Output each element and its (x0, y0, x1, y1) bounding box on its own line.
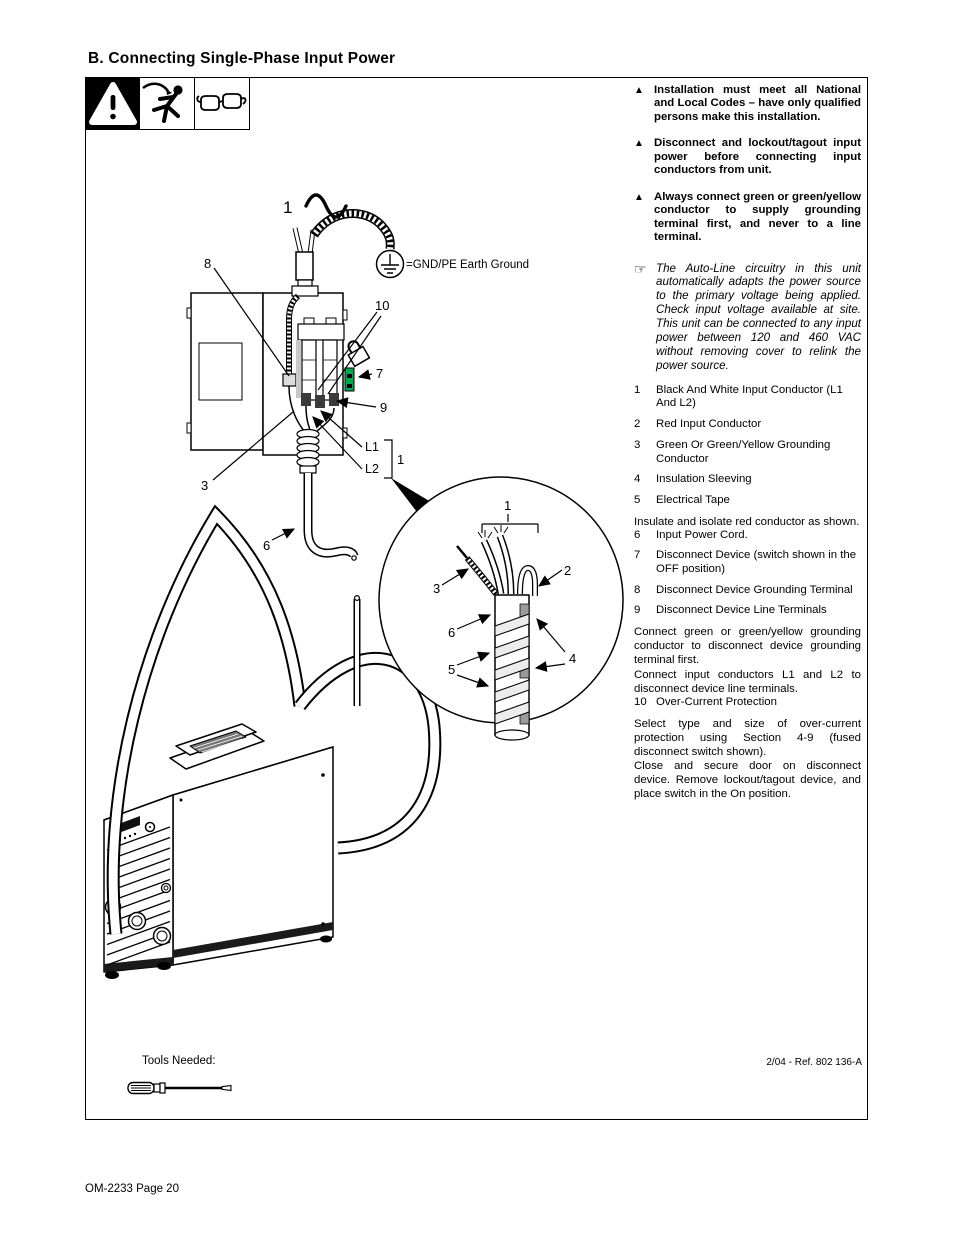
warning-triangle-marker: ▲ (634, 191, 644, 203)
pointing-hand-icon: ☞ (634, 260, 647, 277)
legend-item: 2 Red Input Conductor (634, 418, 762, 431)
legend-item: 9 Disconnect Device Line Terminals (634, 604, 827, 617)
callout-L1: L1 (365, 440, 379, 454)
callout-1-top: 1 (283, 198, 292, 217)
legend-item: 4 Insulation Sleeving (634, 473, 752, 486)
legend-item: 8 Disconnect Device Grounding Terminal (634, 583, 853, 596)
connection-diagram: 1 8 10 7 9 L1 L2 1 3 6 =GND/PE Earth Gro… (103, 193, 624, 979)
legend-item: 7 Disconnect Device (switch shown in the… (634, 549, 857, 576)
callout-7: 7 (376, 366, 383, 381)
warning-bullet: ▲ Disconnect and lockout/tagout input po… (634, 137, 861, 177)
note-block: ☞ The Auto-Line circuitry in this unit a… (634, 262, 861, 373)
warning-text: Disconnect and lockout/tagout input powe… (654, 137, 861, 177)
section-title: B. Connecting Single-Phase Input Power (88, 50, 396, 67)
ac-sine-symbol (304, 193, 348, 219)
warning-bullet: ▲ Always connect green or green/yellow c… (634, 191, 861, 245)
legend-item: 5 Electrical Tape (634, 493, 730, 506)
detail-callout-1: 1 (504, 498, 511, 513)
machine-cord (353, 594, 361, 706)
callout-3: 3 (201, 478, 208, 493)
electric-shock-icon (139, 76, 195, 130)
instruction-paragraph: Select type and size of over-current pro… (634, 717, 861, 758)
note-text: The Auto-Line circuitry in this unit aut… (656, 261, 861, 372)
ground-jumper (310, 209, 395, 250)
warning-triangle-marker: ▲ (634, 138, 644, 150)
safety-glasses-icon (193, 76, 250, 130)
instructions-column: ▲ Installation must meet all National an… (634, 84, 861, 801)
instruction-paragraph: Insulate and isolate red conductor as sh… (634, 515, 860, 528)
detail-callout-6: 6 (448, 625, 455, 640)
instruction-paragraph: Close and secure door on disconnect devi… (634, 759, 861, 801)
screwdriver-icon (127, 1081, 232, 1095)
strain-relief (296, 428, 320, 474)
legend-item: 1 Black And White Input Conductor (L1 An… (634, 383, 843, 410)
cable-end-detail (456, 525, 538, 741)
callout-lines (212, 267, 393, 541)
tools-needed-label: Tools Needed: (142, 1055, 216, 1067)
callout-L2: L2 (365, 462, 379, 476)
detail-callout-lines (441, 514, 566, 688)
lockout-padlock (347, 340, 371, 368)
safety-icon-strip (84, 76, 250, 130)
legend-item: 3 Green Or Green/Yellow Grounding Conduc… (634, 438, 831, 465)
warning-bullet: ▲ Installation must meet all National an… (634, 84, 861, 124)
switch-handle (344, 367, 355, 392)
page-footer: OM-2233 Page 20 (85, 1183, 179, 1195)
warning-text: Always connect green or green/yellow con… (654, 190, 861, 244)
callout-9: 9 (380, 400, 387, 415)
legend-item: 6 Input Power Cord. (634, 528, 748, 541)
detail-callout-2: 2 (564, 563, 571, 578)
callout-1-bracket: 1 (397, 452, 404, 467)
callout-6: 6 (263, 538, 270, 553)
detail-callout-5: 5 (448, 662, 455, 677)
legend-item: 10 Over-Current Protection (634, 695, 777, 708)
callout-10: 10 (375, 298, 389, 313)
detail-callout-4: 4 (569, 651, 576, 666)
callout-8: 8 (204, 256, 211, 271)
ground-label: =GND/PE Earth Ground (406, 259, 529, 271)
welder-machine (103, 723, 334, 979)
disconnect-device (186, 209, 405, 561)
instruction-paragraph: Connect green or green/yellow grounding … (634, 626, 861, 667)
instruction-paragraph: Connect input conductors L1 and L2 to di… (634, 668, 861, 695)
warning-triangle-marker: ▲ (634, 85, 644, 96)
figure-frame: 1 8 10 7 9 L1 L2 1 3 6 =GND/PE Earth Gro… (84, 76, 868, 1120)
front-control-panel (116, 816, 156, 842)
carry-handle (169, 723, 265, 770)
shoulder-strap (106, 504, 442, 935)
earth-ground-symbol (375, 249, 405, 279)
warning-text: Installation must meet all National and … (654, 84, 861, 123)
warning-alert-icon (84, 76, 141, 130)
detail-callout-3: 3 (433, 581, 440, 596)
figure-reference: 2/04 - Ref. 802 136-A (766, 1057, 862, 1068)
